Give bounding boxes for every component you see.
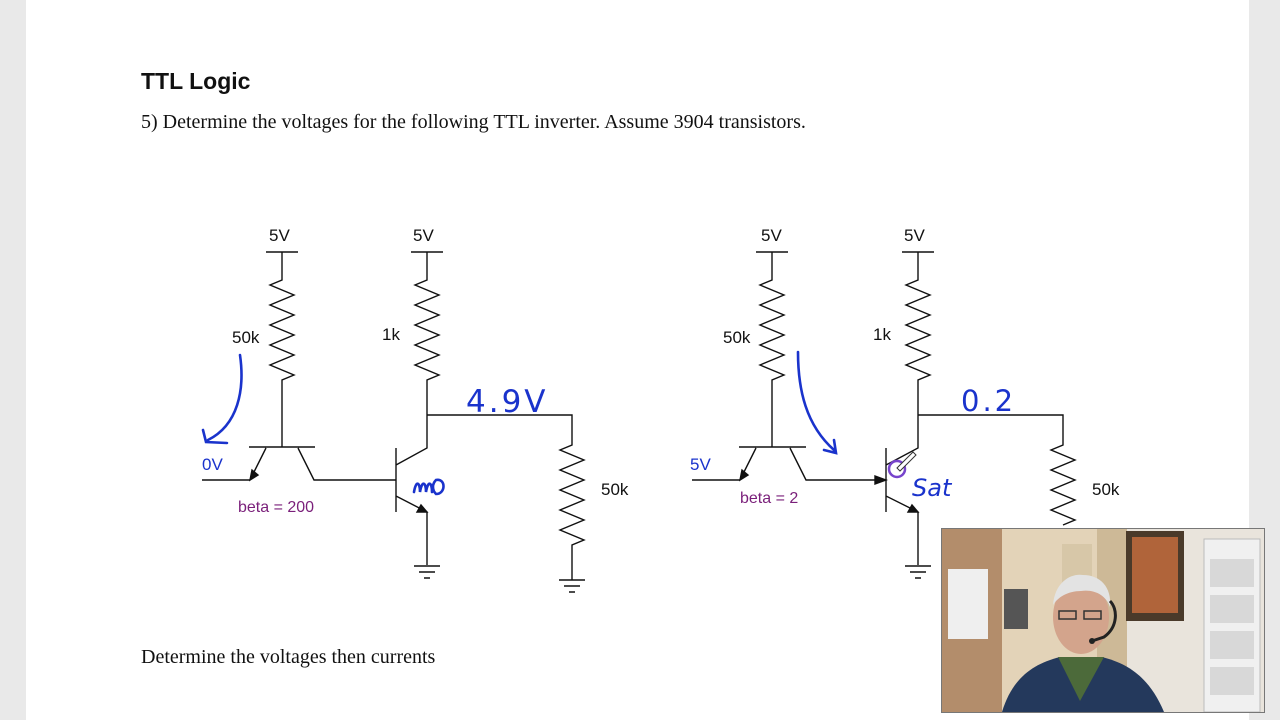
left-supply-1-label: 5V bbox=[269, 226, 290, 245]
left-input-transistor bbox=[202, 446, 395, 481]
left-ink-scribble bbox=[412, 478, 445, 496]
left-ink-voltage: 4.9V bbox=[466, 384, 549, 420]
right-ink-state: Sat bbox=[912, 474, 953, 502]
right-ink-voltage: 0.2 bbox=[961, 384, 1016, 418]
right-r-base-resistor bbox=[756, 251, 788, 447]
left-r-load-resistor bbox=[427, 414, 586, 580]
right-ink-arrow bbox=[796, 350, 838, 455]
left-r-load-label: 50k bbox=[601, 480, 629, 499]
left-r-base-resistor bbox=[266, 251, 298, 447]
left-beta-label: beta = 200 bbox=[238, 499, 314, 516]
cursor-highlight-icon bbox=[887, 459, 907, 479]
left-supply-2-label: 5V bbox=[413, 226, 434, 245]
right-supply-1-label: 5V bbox=[761, 226, 782, 245]
pen-cursor-icon bbox=[896, 451, 917, 472]
right-supply-2-label: 5V bbox=[904, 226, 925, 245]
footer-text: Determine the voltages then currents bbox=[141, 646, 436, 668]
right-input-transistor bbox=[692, 446, 886, 481]
right-ground-1 bbox=[905, 565, 931, 579]
left-r-collector-label: 1k bbox=[382, 325, 400, 344]
left-ground-1 bbox=[414, 565, 440, 579]
left-ground-2 bbox=[559, 579, 585, 593]
right-r-collector-resistor bbox=[902, 251, 934, 415]
left-ink-arrow bbox=[201, 353, 243, 445]
right-r-collector-label: 1k bbox=[873, 325, 891, 344]
webcam-video-icon bbox=[942, 529, 1264, 712]
left-r-collector-resistor bbox=[411, 251, 443, 415]
left-input-label: 0V bbox=[202, 455, 223, 474]
right-r-load-label: 50k bbox=[1092, 480, 1120, 499]
left-r-base-label: 50k bbox=[232, 328, 260, 347]
right-beta-label: beta = 2 bbox=[740, 490, 798, 507]
question-text: 5) Determine the voltages for the follow… bbox=[141, 111, 806, 133]
webcam-overlay bbox=[941, 528, 1265, 713]
right-input-label: 5V bbox=[690, 455, 711, 474]
left-output-transistor bbox=[395, 415, 428, 565]
page-title: TTL Logic bbox=[141, 68, 251, 94]
right-r-base-label: 50k bbox=[723, 328, 751, 347]
right-r-load-resistor bbox=[918, 414, 1077, 526]
